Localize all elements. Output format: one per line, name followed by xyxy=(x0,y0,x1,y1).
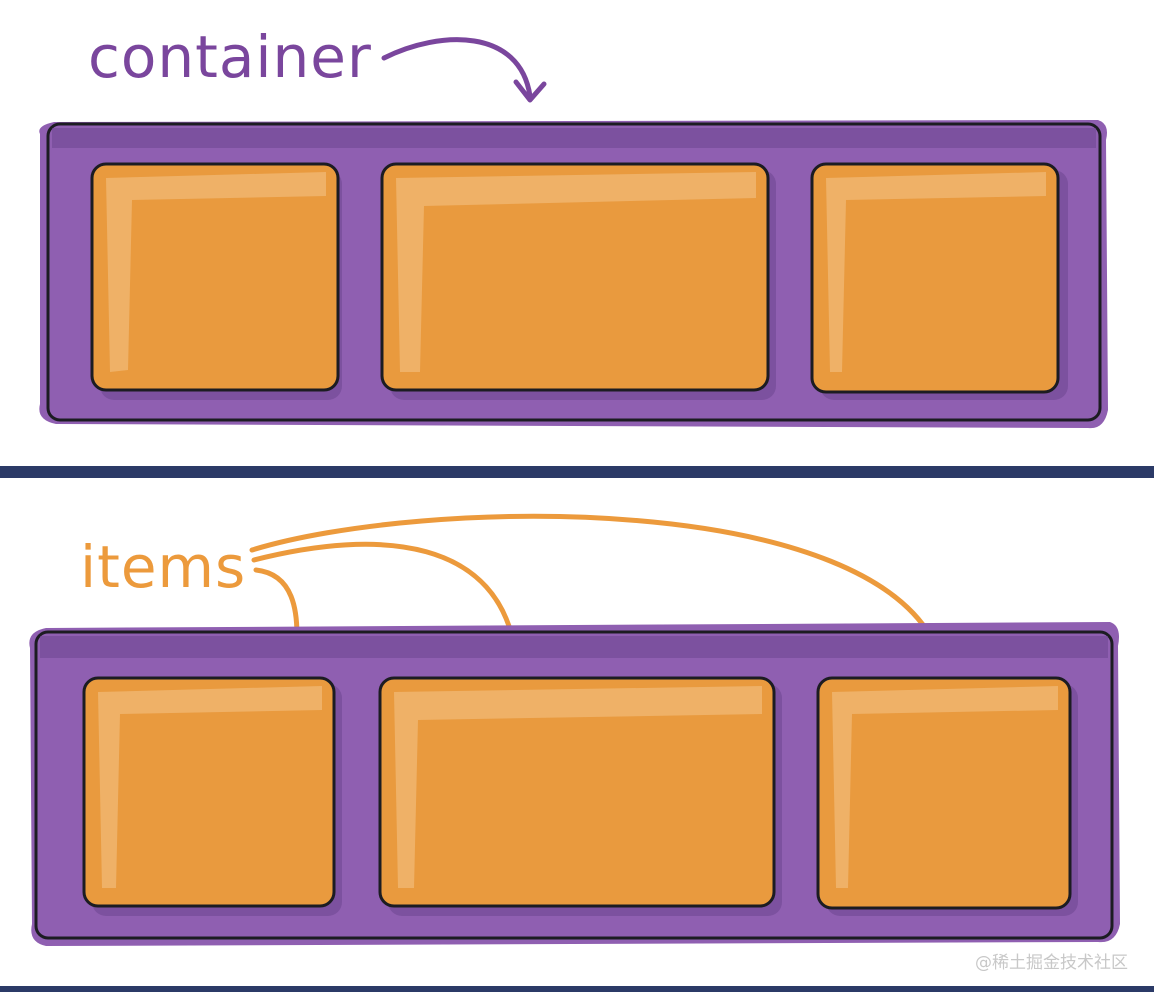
flex-item-1 xyxy=(90,162,342,400)
container-diagram xyxy=(39,37,1109,429)
section-divider xyxy=(0,466,1154,478)
container-arrow-icon xyxy=(381,37,547,103)
bottom-border xyxy=(0,986,1154,992)
container-label: container xyxy=(88,23,372,91)
items-panel: items xyxy=(0,478,1154,986)
flex-item-3 xyxy=(816,676,1078,916)
items-label: items xyxy=(80,533,247,601)
flex-item-2 xyxy=(378,676,782,916)
flex-item-3 xyxy=(810,162,1068,400)
container-panel: container xyxy=(0,0,1154,466)
flex-item-1 xyxy=(82,676,342,916)
watermark: @稀土掘金技术社区 xyxy=(975,953,1128,973)
items-diagram xyxy=(29,513,1120,946)
flex-item-2 xyxy=(380,162,776,400)
